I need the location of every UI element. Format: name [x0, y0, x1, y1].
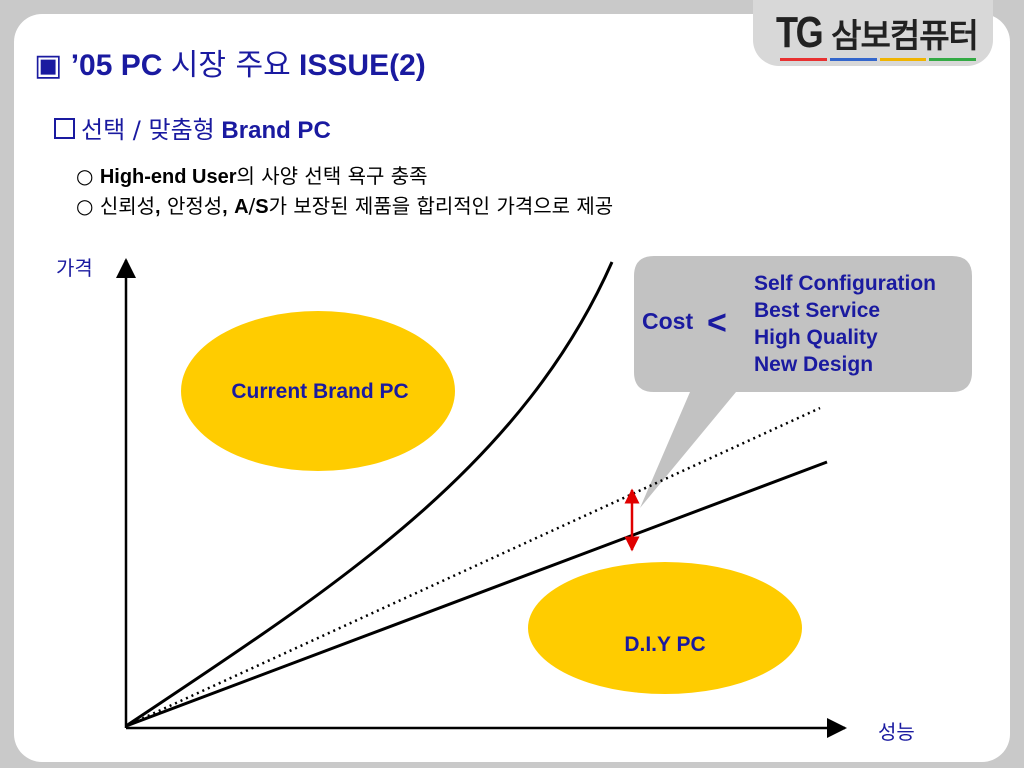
logo-company-name: 삼보컴퓨터	[831, 16, 979, 55]
callout-bubble	[634, 256, 972, 508]
title-prefix: ’05 PC	[70, 49, 163, 82]
bullet-circle-icon: ○	[76, 164, 94, 188]
bullet-1-bold: High-end User	[99, 166, 237, 188]
bullet-2-s: S	[255, 196, 269, 218]
callout-item: High Quality	[754, 326, 878, 349]
callout-item: New Design	[754, 353, 874, 376]
diy-ellipse	[528, 562, 802, 694]
y-axis-label: 가격	[56, 256, 93, 280]
target-price-dotted-line	[125, 406, 821, 728]
bullet-2: ○ 신뢰성, 안정성, A/S가 보장된 제품을 합리적인 가격으로 제공	[76, 190, 613, 219]
bullet-2-slash: /	[248, 194, 256, 218]
current-brand-ellipse	[181, 311, 455, 471]
logo-bar-2	[829, 58, 877, 61]
logo-tg-text: TG	[776, 8, 824, 57]
page-title: ▣ ’05 PC 시장 주요 ISSUE(2)	[34, 40, 426, 84]
logo-tab	[753, 0, 993, 66]
callout-feature-list: Self Configuration Best Service High Qua…	[754, 270, 936, 378]
logo-color-bars	[780, 58, 976, 61]
bullet-1-text: 의 사양 선택 욕구 충족	[236, 164, 428, 188]
bullet-2-sep2: ,	[222, 196, 228, 218]
logo-bar-4	[929, 58, 976, 61]
current-brand-label: Current Brand PC	[231, 380, 409, 403]
callout-item: Self Configuration	[754, 272, 936, 295]
x-axis-label: 성능	[878, 720, 915, 744]
bullet-2-sep1: ,	[155, 196, 161, 218]
bullet-circle-icon: ○	[76, 194, 94, 218]
title-suffix: ISSUE(2)	[299, 49, 426, 82]
callout-item: Best Service	[754, 299, 881, 322]
diy-price-line	[125, 460, 828, 728]
bullet-2-text: 가 보장된 제품을 합리적인 가격으로 제공	[268, 194, 614, 218]
logo-bar-1	[780, 58, 827, 61]
bullet-2-part2: 안정성	[166, 194, 223, 218]
bullet-2-part1: 신뢰성	[99, 194, 156, 218]
logo-bar-3	[879, 58, 927, 61]
callout-cost-label: Cost	[642, 308, 694, 334]
bullet-1: ○ High-end User의 사양 선택 욕구 충족	[76, 160, 428, 189]
callout-less-than: <	[707, 304, 727, 342]
checkbox-square-icon	[54, 118, 75, 139]
brand-price-curve	[125, 261, 614, 728]
title-korean: 시장 주요	[170, 48, 291, 83]
company-logo: TG 삼보컴퓨터	[776, 8, 979, 57]
diy-label: D.I.Y PC	[624, 633, 706, 656]
subtitle-korean: 선택 / 맞춤형	[81, 116, 215, 144]
title-marker-icon: ▣	[34, 49, 63, 82]
section-subtitle: 선택 / 맞춤형 Brand PC	[54, 110, 331, 145]
bullet-2-a: A	[234, 196, 249, 218]
subtitle-latin: Brand PC	[221, 117, 331, 144]
